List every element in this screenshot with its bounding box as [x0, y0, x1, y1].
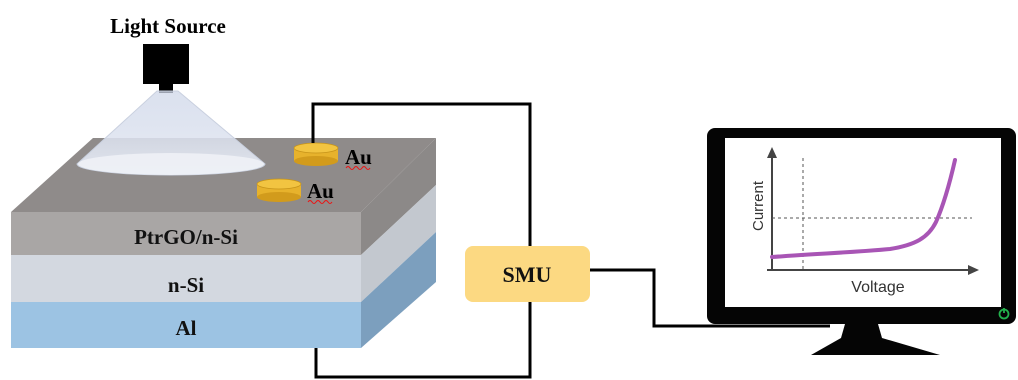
monitor: Current Voltage — [707, 128, 1016, 355]
layer-front-nsi — [11, 255, 361, 302]
light-source-label: Light Source — [110, 14, 226, 38]
light-cone — [76, 90, 266, 176]
spellcheck-underline-2 — [307, 200, 333, 204]
electrode-2 — [256, 178, 302, 202]
layer-label-nsi: n-Si — [168, 273, 204, 297]
electrode-label-1: Au — [345, 145, 372, 169]
y-axis-label: Current — [750, 180, 767, 231]
iv-curve — [770, 158, 957, 259]
layer-side-al — [361, 232, 436, 348]
layer-front-ptrgo — [11, 212, 361, 255]
layer-side-nsi — [361, 185, 436, 302]
light-spot — [78, 153, 264, 175]
monitor-stand — [811, 338, 940, 355]
x-axis-arrow-icon — [968, 265, 979, 275]
spellcheck-underline-1 — [345, 166, 371, 170]
smu-label: SMU — [503, 262, 552, 287]
x-axis-label: Voltage — [851, 279, 904, 296]
electrode-label-2: Au — [307, 179, 334, 203]
layer-label-al: Al — [176, 316, 197, 340]
monitor-neck — [841, 324, 882, 338]
smu-box — [465, 246, 590, 302]
wire-bottom — [314, 300, 532, 379]
wire-top — [311, 102, 532, 250]
electrode-1 — [293, 142, 339, 166]
y-axis-arrow-icon — [767, 147, 777, 158]
light-source-icon — [143, 44, 189, 84]
wire-monitor — [590, 268, 830, 328]
light-source-nozzle — [159, 84, 173, 93]
layer-front-al — [11, 302, 361, 348]
layer-side-ptrgo — [361, 138, 436, 255]
layer-label-ptrgo: PtrGO/n-Si — [134, 225, 238, 249]
